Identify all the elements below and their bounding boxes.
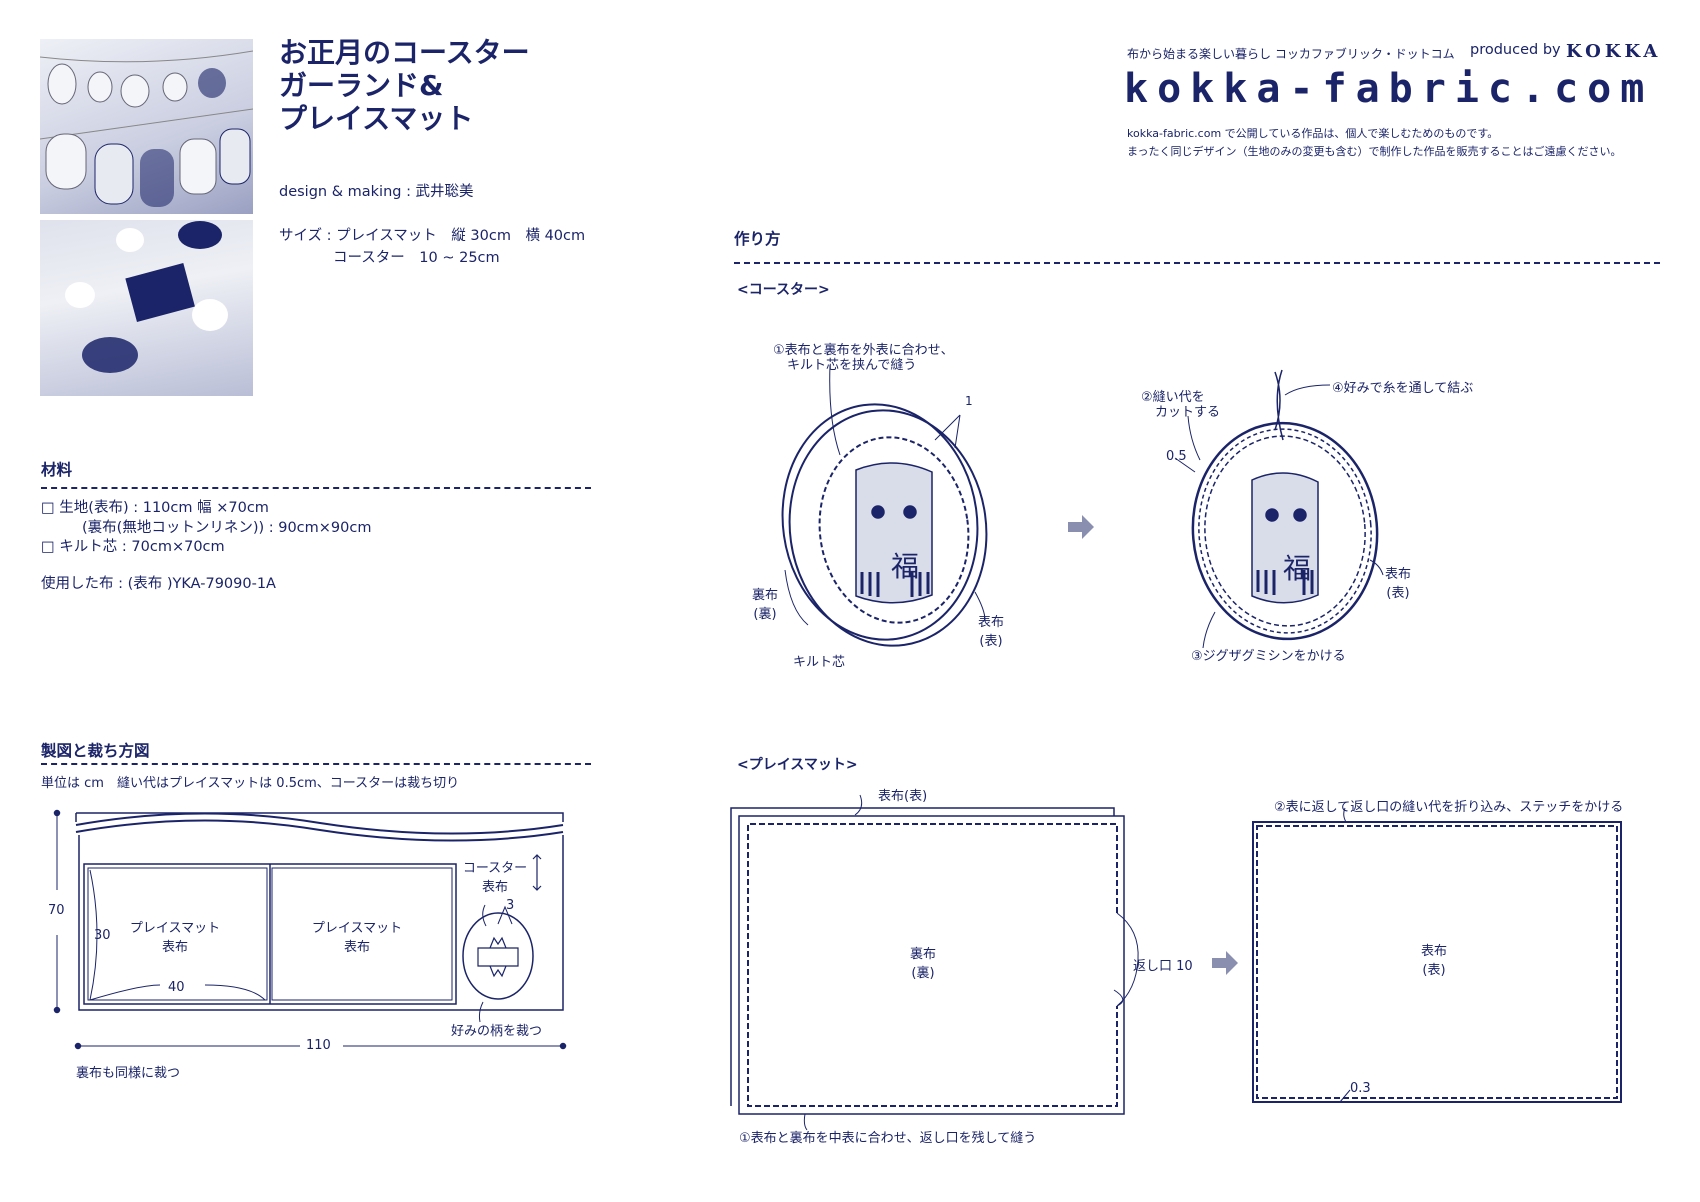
placemat-step2: ②表に返して返し口の縫い代を折り込み、ステッチをかける bbox=[1274, 800, 1624, 815]
dim-3: 3 bbox=[506, 898, 515, 913]
coaster-heading: <コースター> bbox=[737, 282, 830, 298]
coaster-front-label: 表布(表) bbox=[977, 615, 1004, 649]
cutting-divider bbox=[41, 763, 591, 765]
dim-1: 1 bbox=[965, 394, 973, 408]
dim-03: 0.3 bbox=[1350, 1081, 1371, 1096]
materials-heading: 材料 bbox=[41, 461, 73, 479]
tagline: 布から始まる楽しい暮らし コッカファブリック・ドットコム bbox=[1127, 47, 1455, 61]
notice-1: kokka-fabric.com で公開している作品は、個人で楽しむためのもので… bbox=[1127, 127, 1499, 140]
materials-divider bbox=[41, 487, 591, 489]
material-item: □ 生地(表布) : 110cm 幅 ×70cm bbox=[41, 500, 269, 516]
lining-note: 裏布も同様に裁つ bbox=[76, 1066, 181, 1081]
placemat-back-label: 裏布(裏) bbox=[909, 947, 936, 981]
cutting-layout bbox=[53, 809, 567, 1050]
material-item: □ キルト芯 : 70cm×70cm bbox=[41, 539, 225, 555]
coaster-step2-a: ②縫い代を bbox=[1141, 390, 1205, 405]
garland-illustration bbox=[40, 50, 253, 207]
arrow-icon bbox=[1212, 951, 1238, 975]
placemat-step1-diagram bbox=[730, 794, 1139, 1131]
fuku-character: 福 bbox=[891, 550, 920, 583]
coaster-piece: コースター表布 bbox=[462, 861, 528, 895]
placemat-front-label: 表布(表) bbox=[1420, 944, 1447, 978]
placemat-front-top: 表布(表) bbox=[878, 789, 928, 804]
coaster-step3: ③ジグザグミシンをかける bbox=[1191, 649, 1346, 664]
coaster-step2-diagram bbox=[1174, 369, 1384, 649]
site-logo[interactable]: kokka-fabric.com bbox=[1124, 66, 1654, 112]
batting-label: キルト芯 bbox=[793, 655, 846, 670]
howto-divider bbox=[734, 262, 1660, 264]
cut-pattern-note: 好みの柄を裁つ bbox=[451, 1024, 543, 1039]
placemat-photo bbox=[40, 220, 253, 396]
used-fabric: 使用した布 : (表布 )YKA-79090-1A bbox=[41, 576, 276, 592]
coaster-step1-b: キルト芯を挟んで縫う bbox=[787, 358, 917, 373]
notice-2: まったく同じデザイン（生地のみの変更も含む）で制作した作品を販売することはご遠慮… bbox=[1127, 145, 1622, 158]
placemat-piece-1: プレイスマット表布 bbox=[129, 921, 221, 955]
cutting-heading: 製図と裁ち方図 bbox=[41, 742, 150, 760]
placemat-piece-2: プレイスマット表布 bbox=[311, 921, 403, 955]
howto-heading: 作り方 bbox=[734, 230, 781, 248]
table-setting-illustration bbox=[65, 221, 228, 373]
title-line-2: ガーランド& bbox=[279, 69, 444, 102]
credits: design & making : 武井聡美 bbox=[279, 184, 474, 200]
material-item: (裏布(無地コットンリネン)) : 90cm×90cm bbox=[82, 520, 372, 536]
opening-label: 返し口 10 bbox=[1133, 959, 1193, 974]
placemat-step1: ①表布と裏布を中表に合わせ、返し口を残して縫う bbox=[739, 1131, 1037, 1146]
size-line-2: コースター 10 ~ 25cm bbox=[333, 250, 500, 266]
coaster-back-label: 裏布(裏) bbox=[751, 588, 778, 622]
kokka-brand: KOKKA bbox=[1566, 41, 1662, 62]
produced-by: produced by bbox=[1470, 42, 1561, 58]
title-line-1: お正月のコースター bbox=[279, 36, 530, 69]
dim-05: 0.5 bbox=[1166, 449, 1187, 464]
coaster-step2-b: カットする bbox=[1155, 405, 1221, 420]
placemat-heading: <プレイスマット> bbox=[737, 757, 858, 773]
dim-30: 30 bbox=[94, 928, 111, 943]
size-line-1: サイズ : プレイスマット 縦 30cm 横 40cm bbox=[279, 228, 586, 244]
coaster-step1-a: ①表布と裏布を外表に合わせ、 bbox=[773, 343, 954, 358]
title-line-3: プレイスマット bbox=[279, 102, 474, 135]
placemat-step2-diagram bbox=[1252, 807, 1622, 1103]
dim-height: 70 bbox=[48, 903, 65, 918]
coaster-step4: ④好みで糸を通して結ぶ bbox=[1332, 381, 1474, 396]
garland-photo bbox=[40, 39, 253, 214]
dim-width: 110 bbox=[306, 1038, 331, 1053]
coaster-step1-diagram bbox=[781, 364, 988, 647]
fuku-character: 福 bbox=[1283, 552, 1312, 585]
cutting-note: 単位は cm 縫い代はプレイスマットは 0.5cm、コースターは裁ち切り bbox=[41, 776, 460, 791]
coaster-front-label-2: 表布(表) bbox=[1384, 567, 1411, 601]
dim-40: 40 bbox=[168, 980, 185, 995]
arrow-icon bbox=[1068, 515, 1094, 539]
